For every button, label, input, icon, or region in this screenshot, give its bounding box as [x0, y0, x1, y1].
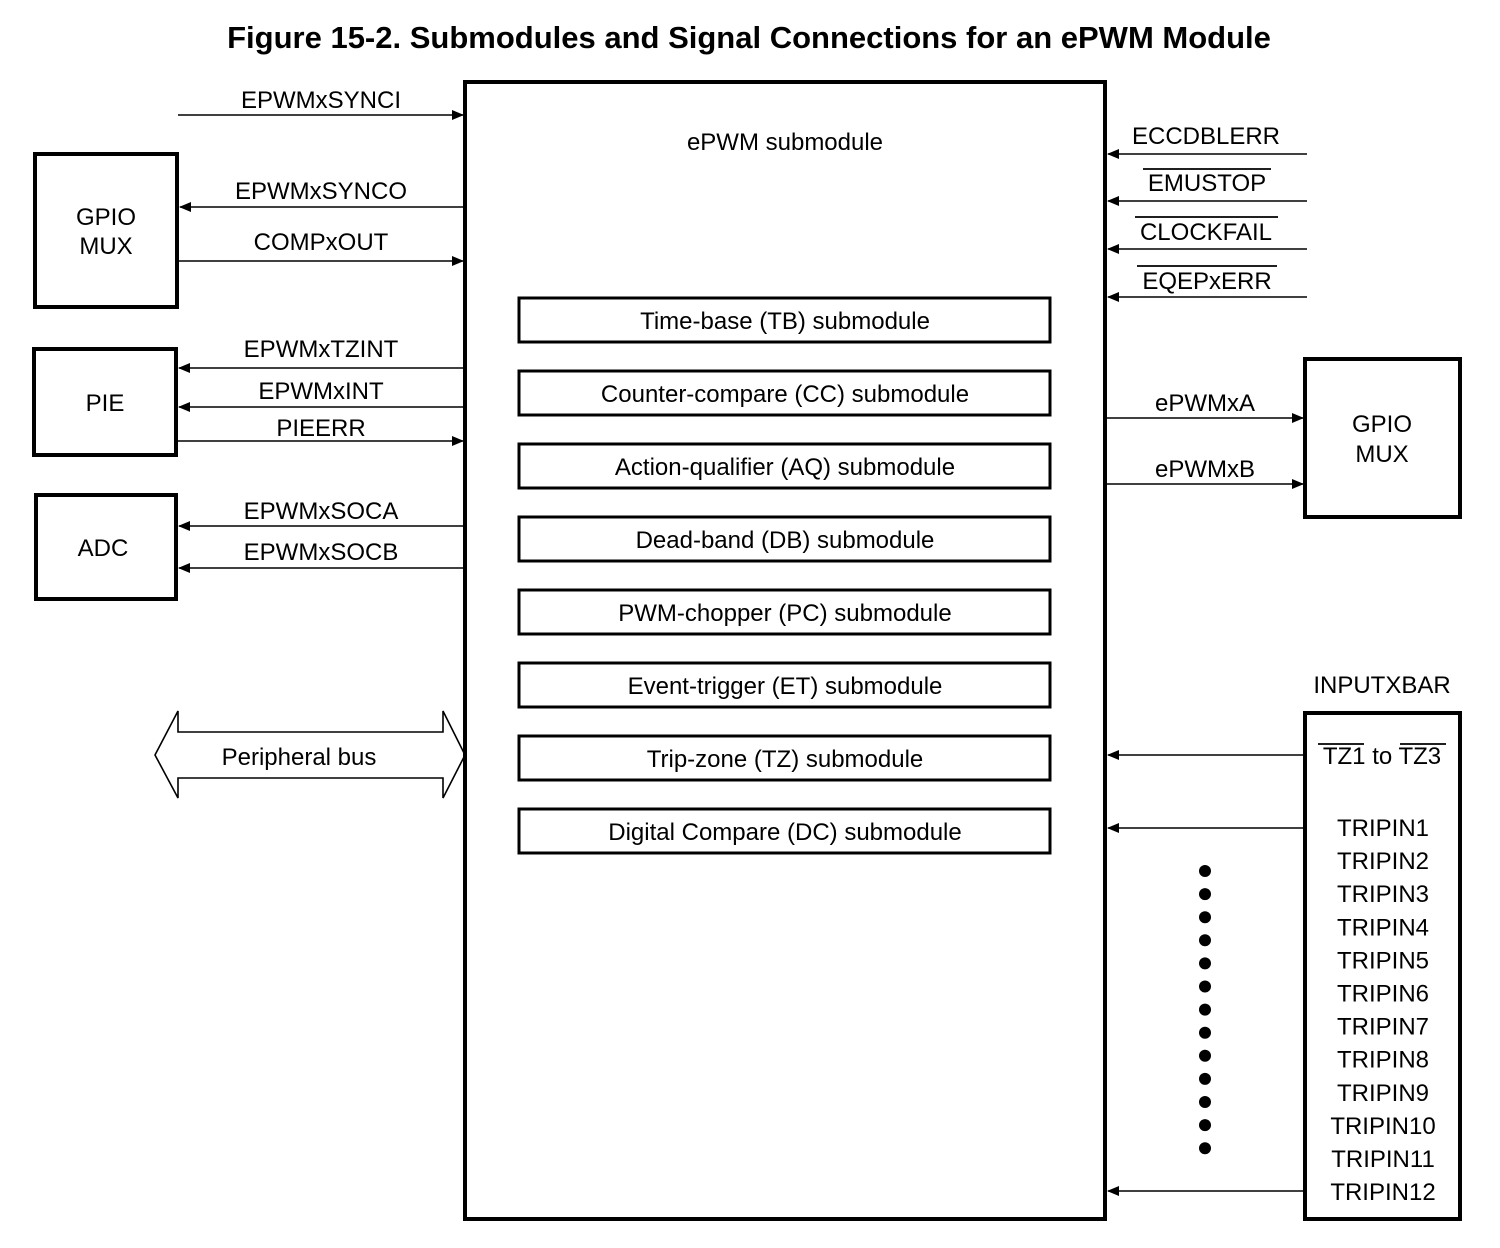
inputxbar-box [1303, 711, 1462, 1221]
ellipsis-dot [1199, 1026, 1211, 1039]
submodule-box-tz [517, 734, 1052, 782]
tzint-label: EPWMxTZINT [244, 336, 399, 363]
peripheral-bus-label: Peripheral bus [222, 744, 377, 771]
synco-label: EPWMxSYNCO [235, 178, 407, 205]
ellipsis-dot [1199, 934, 1211, 947]
submodule-label-db: Dead-band (DB) submodule [636, 527, 935, 554]
tripin-label-3: TRIPIN3 [1337, 881, 1429, 908]
tripin-label-5: TRIPIN5 [1337, 947, 1429, 974]
ellipsis-dot [1199, 957, 1211, 970]
right-gpio-mux-label-line2: MUX [1355, 441, 1408, 468]
submodule-label-aq: Action-qualifier (AQ) submodule [615, 454, 955, 481]
eccdblerr-label: ECCDBLERR [1132, 123, 1280, 150]
tripin-label-12: TRIPIN12 [1330, 1179, 1435, 1206]
pie-box [32, 347, 178, 457]
submodule-box-pc [517, 588, 1052, 636]
ellipsis-dot [1199, 980, 1211, 993]
left-gpio-mux-label-line2: MUX [79, 233, 132, 260]
submodule-label-pc: PWM-chopper (PC) submodule [618, 600, 951, 627]
submodule-label-tz: Trip-zone (TZ) submodule [647, 746, 924, 773]
figure-title: Figure 15-2. Submodules and Signal Conne… [227, 20, 1271, 55]
submodule-label-dc: Digital Compare (DC) submodule [608, 819, 961, 846]
tripin-label-2: TRIPIN2 [1337, 848, 1429, 875]
tripin-label-6: TRIPIN6 [1337, 981, 1429, 1008]
submodule-label-tb: Time-base (TB) submodule [640, 308, 930, 335]
submodule-box-aq [517, 442, 1052, 490]
tripin-label-9: TRIPIN9 [1337, 1080, 1429, 1107]
ellipsis-dot [1199, 1142, 1211, 1155]
ellipsis-dot [1199, 1049, 1211, 1062]
right-gpio-mux-box [1303, 357, 1462, 519]
synci-label: EPWMxSYNCI [241, 87, 401, 114]
submodule-box-et [517, 661, 1052, 709]
ellipsis-dot [1199, 1096, 1211, 1108]
ellipsis-dot [1199, 888, 1211, 901]
tz-to-label: to [1366, 743, 1399, 770]
adc-label: ADC [78, 535, 129, 562]
submodule-box-dc [517, 807, 1052, 855]
epwmxb-label: ePWMxB [1155, 456, 1255, 483]
ellipsis-dot [1199, 865, 1211, 877]
ellipsis-dot [1199, 1119, 1211, 1132]
left-gpio-mux-box [33, 152, 179, 309]
ellipsis-dots [1199, 865, 1211, 1155]
submodule-box-db [517, 515, 1052, 563]
pie-label: PIE [86, 390, 125, 417]
pieerr-label: PIEERR [276, 415, 365, 442]
epwm-submodule-label: ePWM submodule [687, 129, 883, 156]
int-label: EPWMxINT [258, 378, 384, 405]
tz-range-label: TZ1 to TZ3 [1323, 743, 1441, 770]
tripin-label-11: TRIPIN11 [1331, 1146, 1435, 1173]
eqepxerr-label: EQEPxERR [1142, 268, 1271, 295]
right-gpio-mux-label-line1: GPIO [1352, 411, 1412, 438]
tripin-label-7: TRIPIN7 [1337, 1014, 1429, 1041]
adc-box [34, 493, 178, 601]
submodule-box-cc [517, 369, 1052, 417]
emustop-label: EMUSTOP [1148, 170, 1266, 197]
submodule-stack: Time-base (TB) submoduleCounter-compare … [517, 296, 1052, 855]
tripin-label-1: TRIPIN1 [1337, 815, 1429, 842]
socb-label: EPWMxSOCB [244, 539, 399, 566]
epwmxa-label: ePWMxA [1155, 390, 1255, 417]
tripin-label-8: TRIPIN8 [1337, 1047, 1429, 1074]
tripin-label-4: TRIPIN4 [1337, 914, 1429, 941]
submodule-label-et: Event-trigger (ET) submodule [628, 673, 943, 700]
ellipsis-dot [1199, 1072, 1211, 1085]
tz3-label: TZ3 [1398, 743, 1441, 770]
submodule-label-cc: Counter-compare (CC) submodule [601, 381, 969, 408]
left-gpio-mux-label-line1: GPIO [76, 204, 136, 231]
submodule-box-tb [517, 296, 1052, 344]
peripheral-bus-arrow [154, 710, 466, 799]
inputxbar-label: INPUTXBAR [1313, 672, 1450, 699]
ellipsis-dot [1199, 911, 1211, 924]
compout-label: COMPxOUT [254, 229, 389, 256]
tripin-list: TRIPIN1TRIPIN2TRIPIN3TRIPIN4TRIPIN5TRIPI… [1330, 815, 1435, 1206]
tz1-label: TZ1 [1323, 743, 1366, 770]
epwm-module-box [463, 80, 1107, 1221]
soca-label: EPWMxSOCA [244, 498, 399, 525]
tripin-label-10: TRIPIN10 [1330, 1113, 1435, 1140]
clockfail-label: CLOCKFAIL [1140, 219, 1272, 246]
ellipsis-dot [1199, 1003, 1211, 1016]
